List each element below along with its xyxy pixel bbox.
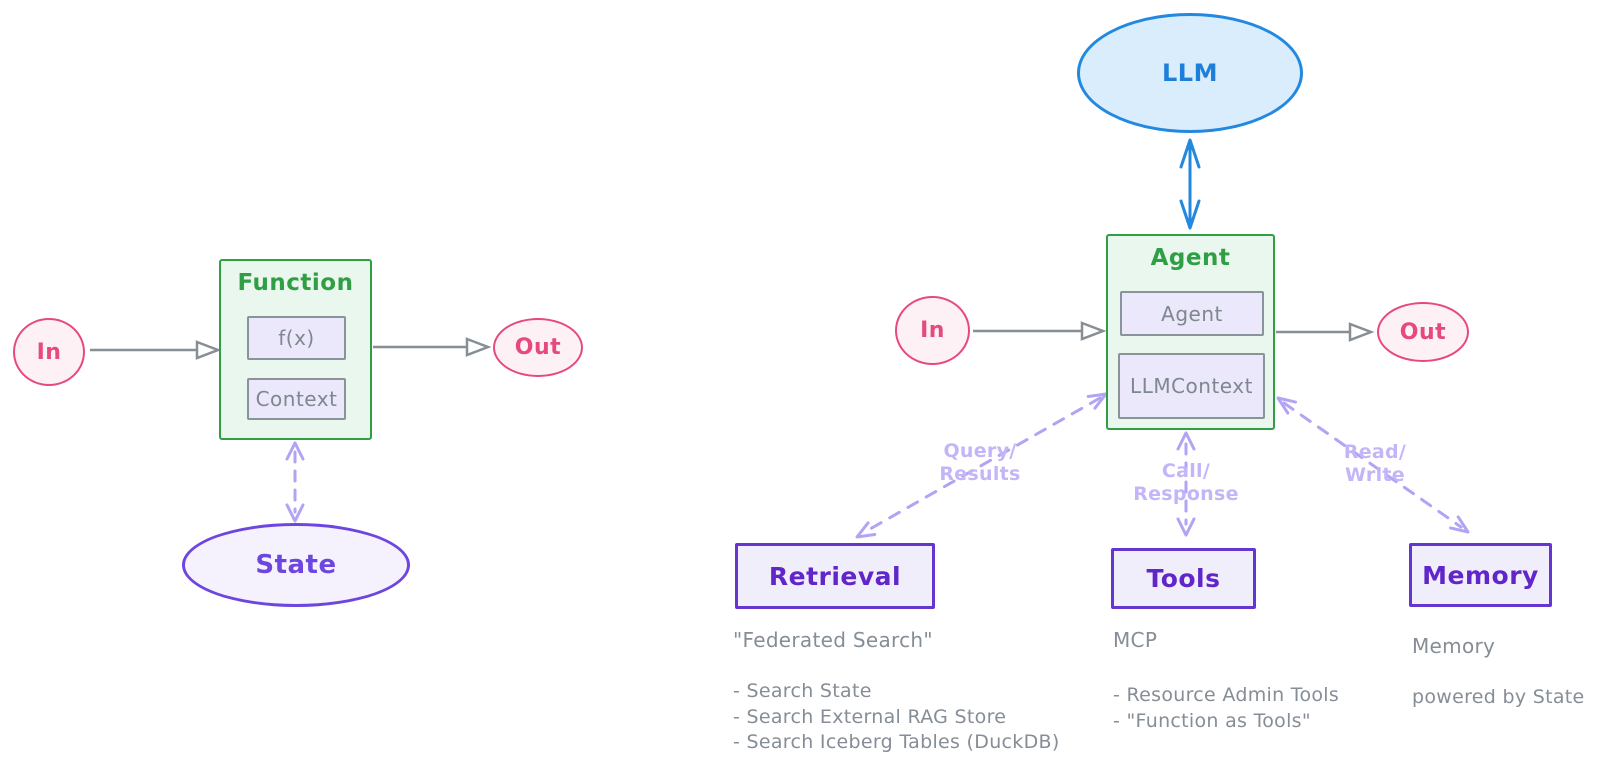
tools-bullet: - "Function as Tools" — [1113, 709, 1311, 732]
tools-bullet: - Resource Admin Tools — [1113, 684, 1340, 706]
retrieval-bullet: - Search External RAG Store — [733, 705, 1007, 728]
function-in-node: In — [13, 318, 85, 386]
agent-box-title: Agent — [1150, 245, 1231, 271]
llmcontext-label: LLMContext — [1130, 374, 1253, 398]
function-box: Function f(x) Context — [219, 259, 372, 440]
function-in-label: In — [36, 339, 62, 365]
in-arrow-right — [973, 321, 1107, 341]
out-arrow-left — [373, 337, 492, 357]
call-response-label: Call/ Response — [1133, 460, 1239, 505]
agent-box: Agent Agent LLMContext — [1106, 234, 1275, 430]
tools-label: Tools — [1146, 564, 1221, 593]
retrieval-notes-bullets: - Search State - Search External RAG Sto… — [733, 679, 1060, 756]
agent-out-label: Out — [1399, 319, 1447, 345]
agent-in-node: In — [895, 296, 970, 365]
tools-notes-subtitle: MCP — [1113, 628, 1158, 652]
fx-label: f(x) — [278, 326, 315, 350]
read-write-label: Read/ Write — [1343, 441, 1407, 486]
state-node: State — [182, 523, 410, 607]
tools-notes: MCP - Resource Admin Tools - "Function a… — [1113, 627, 1339, 734]
memory-notes-bullets: powered by State — [1412, 685, 1585, 711]
agent-inner-box: Agent — [1120, 291, 1264, 336]
fx-inner-box: f(x) — [247, 316, 346, 360]
out-arrow-right — [1276, 322, 1375, 342]
retrieval-box: Retrieval — [735, 543, 935, 609]
agent-out-node: Out — [1377, 302, 1469, 362]
llm-agent-arrow — [1179, 138, 1201, 230]
llmcontext-inner-box: LLMContext — [1118, 353, 1265, 419]
function-out-label: Out — [514, 335, 562, 360]
llm-node: LLM — [1077, 13, 1303, 133]
context-label: Context — [255, 387, 338, 411]
retrieval-bullet: - Search State — [733, 680, 872, 702]
retrieval-notes: "Federated Search" - Search State - Sear… — [733, 627, 1060, 756]
retrieval-notes-subtitle: "Federated Search" — [733, 628, 933, 652]
llm-label: LLM — [1162, 59, 1218, 87]
context-inner-box: Context — [247, 378, 346, 420]
tools-notes-bullets: - Resource Admin Tools - "Function as To… — [1113, 683, 1339, 734]
memory-label: Memory — [1422, 560, 1539, 590]
memory-notes: Memory powered by State — [1412, 633, 1585, 711]
function-out-node: Out — [493, 318, 583, 377]
agent-in-label: In — [920, 318, 945, 343]
memory-box: Memory — [1409, 543, 1552, 607]
state-label: State — [255, 550, 337, 580]
retrieval-bullet: - Search Iceberg Tables (DuckDB) — [733, 731, 1060, 753]
state-arrow — [285, 441, 305, 523]
tools-box: Tools — [1111, 548, 1256, 609]
function-box-title: Function — [237, 270, 354, 296]
retrieval-label: Retrieval — [768, 561, 902, 591]
agent-inner-label: Agent — [1161, 301, 1223, 326]
query-results-label: Query/ Results — [939, 440, 1021, 485]
in-arrow-left — [90, 340, 222, 360]
memory-bullet: powered by State — [1412, 686, 1585, 708]
memory-notes-subtitle: Memory — [1412, 634, 1496, 658]
